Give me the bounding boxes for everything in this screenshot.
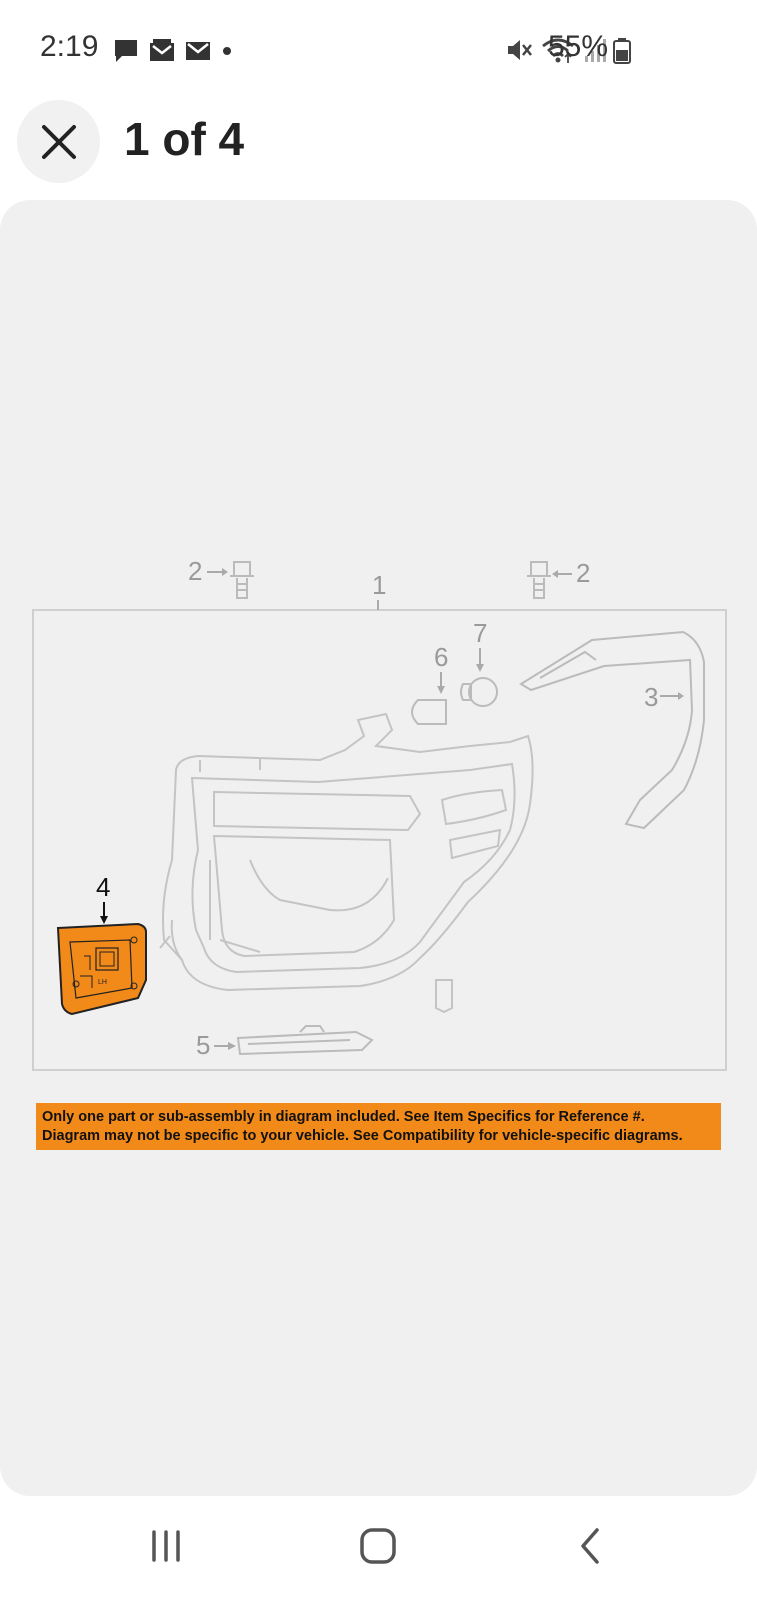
lamp-strip-5 [236, 1025, 374, 1056]
mute-icon [508, 40, 532, 60]
home-button[interactable] [348, 1524, 408, 1568]
notification-icons [112, 36, 234, 66]
wifi-icon [542, 38, 574, 63]
battery-percent: 55% [548, 30, 609, 63]
message-icon [115, 40, 137, 62]
disclaimer-line-1: Only one part or sub-assembly in diagram… [42, 1109, 645, 1125]
close-icon [41, 124, 76, 159]
bulb-6 [411, 699, 447, 725]
navigation-bar [0, 1496, 757, 1598]
trim-strip-3 [519, 630, 705, 830]
status-bar: 2:19 [0, 0, 757, 100]
disclaimer-banner: Only one part or sub-assembly in diagram… [36, 1103, 721, 1150]
battery-icon [613, 38, 631, 64]
callout-2-left: 2 [188, 560, 202, 586]
diagram-frame [32, 609, 727, 1071]
close-button[interactable] [17, 100, 100, 183]
system-icons [505, 36, 609, 64]
signal-icon [585, 39, 606, 62]
recent-apps-button[interactable] [136, 1524, 196, 1568]
clock: 2:19 [40, 30, 99, 63]
image-viewer[interactable]: 1 2 2 6 7 [0, 200, 757, 1496]
socket-7 [460, 677, 498, 707]
bolt-right [527, 561, 551, 599]
back-button[interactable] [560, 1524, 620, 1568]
callout-3: 3 [644, 682, 658, 712]
callout-7: 7 [473, 618, 487, 648]
mail-open-icon [150, 39, 174, 61]
callout-4: 4 [96, 872, 110, 902]
callout-5: 5 [196, 1030, 210, 1060]
callout-6: 6 [434, 642, 448, 672]
viewer-header: 1 of 4 [0, 100, 757, 198]
callout-2-right: 2 [576, 560, 590, 588]
parts-diagram: 1 2 2 6 7 [32, 560, 727, 1071]
headlamp-housing [159, 712, 534, 1014]
callout-1: 1 [372, 570, 386, 600]
page-counter: 1 of 4 [124, 113, 245, 165]
part-label-lh: LH [98, 979, 107, 986]
mail-icon [186, 42, 210, 60]
bracket-4: LH [56, 922, 147, 1016]
home-icon [360, 1528, 396, 1564]
dot-icon [223, 47, 231, 55]
recent-apps-icon [152, 1530, 180, 1562]
bolt-left [230, 561, 254, 599]
disclaimer-line-2: Diagram may not be specific to your vehi… [42, 1128, 683, 1144]
back-icon [581, 1528, 599, 1564]
